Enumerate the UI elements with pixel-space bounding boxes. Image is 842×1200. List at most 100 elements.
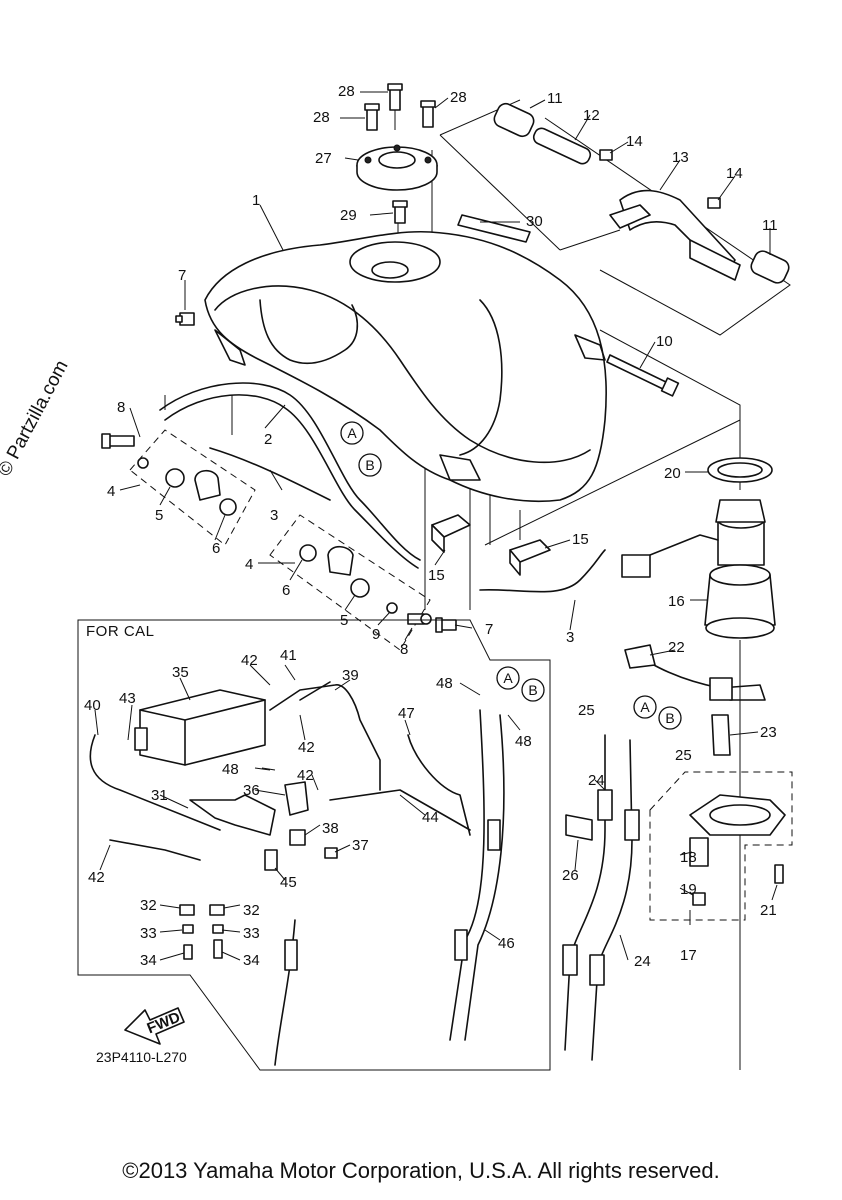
part-label-3: 3 bbox=[270, 507, 278, 524]
part-label-26: 26 bbox=[562, 867, 579, 884]
part-label-29: 29 bbox=[340, 207, 357, 224]
part-label-10: 10 bbox=[656, 333, 673, 350]
part-label-33: 33 bbox=[140, 925, 157, 942]
part-label-4: 4 bbox=[245, 556, 253, 573]
part-label-46: 46 bbox=[498, 935, 515, 952]
tank-bracket bbox=[493, 102, 790, 284]
callout-b: B bbox=[665, 710, 674, 726]
part-label-47: 47 bbox=[398, 705, 415, 722]
callout-a: A bbox=[503, 670, 513, 686]
drain-hoses bbox=[562, 734, 640, 1061]
part-label-42: 42 bbox=[297, 767, 314, 784]
part-label-6: 6 bbox=[282, 582, 290, 599]
part-label-22: 22 bbox=[668, 639, 685, 656]
part-label-11: 11 bbox=[762, 217, 778, 234]
dampers-15 bbox=[431, 514, 551, 576]
part-label-17: 17 bbox=[680, 947, 697, 964]
part-label-21: 21 bbox=[760, 902, 777, 919]
part-label-45: 45 bbox=[280, 874, 297, 891]
part-label-30: 30 bbox=[526, 213, 543, 230]
callout-markers: A B A B A B bbox=[340, 421, 682, 730]
part-label-14: 14 bbox=[726, 165, 743, 182]
fuel-tank bbox=[204, 230, 607, 503]
hose-2 bbox=[159, 382, 421, 561]
copyright-notice: ©2013 Yamaha Motor Corporation, U.S.A. A… bbox=[122, 1158, 720, 1183]
part-label-27: 27 bbox=[315, 150, 332, 167]
part-label-24: 24 bbox=[588, 772, 605, 789]
hose-3-left bbox=[209, 447, 331, 501]
part-label-15: 15 bbox=[572, 531, 589, 548]
fuel-pump bbox=[621, 457, 776, 639]
part-label-5: 5 bbox=[340, 612, 348, 629]
part-label-25: 25 bbox=[578, 702, 595, 719]
part-label-41: 41 bbox=[280, 647, 297, 664]
pump-mount bbox=[649, 771, 793, 921]
part-label-43: 43 bbox=[119, 690, 136, 707]
part-label-28: 28 bbox=[313, 109, 330, 126]
part-label-36: 36 bbox=[243, 782, 260, 799]
bolts-8-9 bbox=[101, 433, 432, 625]
part-label-39: 39 bbox=[342, 667, 359, 684]
diagram-code: 23P4110-L270 bbox=[96, 1049, 187, 1065]
part-label-42: 42 bbox=[241, 652, 258, 669]
part-label-33: 33 bbox=[243, 925, 260, 942]
part-label-13: 13 bbox=[672, 149, 689, 166]
part-label-16: 16 bbox=[668, 593, 685, 610]
hose-3-right bbox=[479, 549, 606, 593]
callout-a: A bbox=[640, 699, 650, 715]
decal bbox=[457, 214, 531, 243]
part-label-12: 12 bbox=[583, 107, 600, 124]
part-label-8: 8 bbox=[117, 399, 125, 416]
part-label-6: 6 bbox=[212, 540, 220, 557]
part-label-20: 20 bbox=[664, 465, 681, 482]
part-label-18: 18 bbox=[680, 849, 697, 866]
part-label-32: 32 bbox=[243, 902, 260, 919]
damper-group-4 bbox=[129, 429, 431, 651]
part-label-24: 24 bbox=[634, 953, 651, 970]
callout-b: B bbox=[365, 457, 374, 473]
part-label-11: 11 bbox=[547, 90, 563, 107]
part-label-1: 1 bbox=[252, 192, 260, 209]
for-cal-label: FOR CAL bbox=[86, 623, 155, 640]
part-label-9: 9 bbox=[372, 626, 380, 643]
hose-2-edge bbox=[164, 394, 419, 569]
fuel-cap-assembly bbox=[356, 83, 438, 224]
part-label-2: 2 bbox=[264, 431, 272, 448]
part-label-35: 35 bbox=[172, 664, 189, 681]
part-label-48: 48 bbox=[515, 733, 532, 750]
part-label-37: 37 bbox=[352, 837, 369, 854]
part-label-31: 31 bbox=[151, 787, 168, 804]
bolts-7 bbox=[175, 312, 457, 633]
part-label-48: 48 bbox=[222, 761, 239, 778]
part-label-28: 28 bbox=[338, 83, 355, 100]
part-label-15: 15 bbox=[428, 567, 445, 584]
part-label-32: 32 bbox=[140, 897, 157, 914]
fwd-label: FWD bbox=[145, 1009, 183, 1038]
part-label-8: 8 bbox=[400, 641, 408, 658]
callout-a: A bbox=[347, 425, 357, 441]
part-label-7: 7 bbox=[178, 267, 186, 284]
for-cal-parts bbox=[89, 681, 505, 1066]
part-number-labels: 28 28 28 27 29 1 30 7 11 12 14 13 14 11 … bbox=[84, 83, 778, 970]
part-label-23: 23 bbox=[760, 724, 777, 741]
part-label-42: 42 bbox=[88, 869, 105, 886]
leader-lines bbox=[94, 91, 778, 961]
part-label-34: 34 bbox=[140, 952, 157, 969]
part-label-19: 19 bbox=[680, 881, 697, 898]
fwd-arrow-icon: FWD bbox=[124, 1007, 185, 1045]
long-bolt bbox=[606, 354, 680, 397]
part-label-42: 42 bbox=[298, 739, 315, 756]
part-label-25: 25 bbox=[675, 747, 692, 764]
part-label-7: 7 bbox=[485, 621, 493, 638]
part-label-3: 3 bbox=[566, 629, 574, 646]
part-label-44: 44 bbox=[422, 809, 439, 826]
part-label-5: 5 bbox=[155, 507, 163, 524]
part-label-38: 38 bbox=[322, 820, 339, 837]
fuel-pipe bbox=[624, 644, 766, 756]
part-label-4: 4 bbox=[107, 483, 115, 500]
part-label-48: 48 bbox=[436, 675, 453, 692]
for-cal-border bbox=[77, 619, 551, 1071]
part-label-28: 28 bbox=[450, 89, 467, 106]
part-label-34: 34 bbox=[243, 952, 260, 969]
